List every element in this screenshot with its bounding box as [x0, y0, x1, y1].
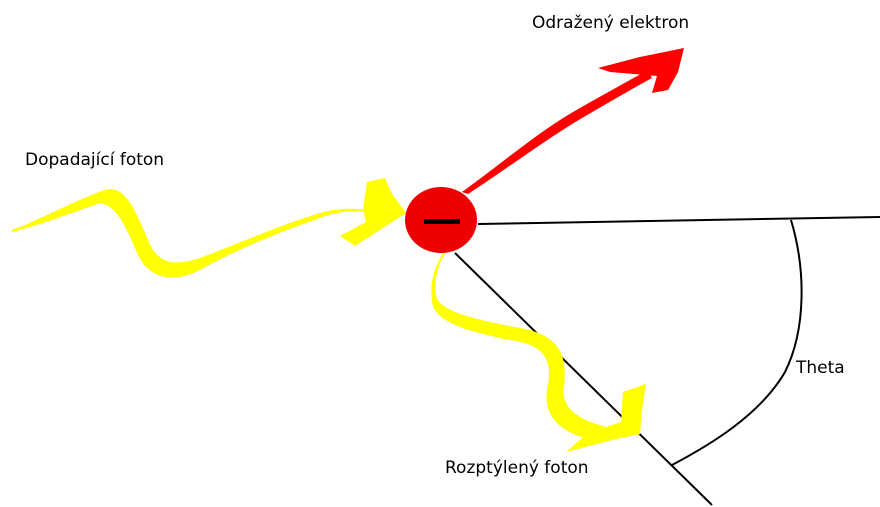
incoming-photon-label: Dopadající foton	[25, 150, 165, 170]
scattered-photon-wave	[431, 236, 610, 442]
reference-line	[477, 216, 880, 225]
theta-arc	[671, 219, 803, 466]
electron-charge-minus	[424, 219, 460, 224]
scattered-photon-arrowhead	[566, 384, 646, 452]
scattered-direction-line	[454, 252, 713, 506]
recoil-electron-arrow-shaft	[462, 70, 652, 194]
incoming-photon-arrowhead	[340, 178, 406, 246]
incoming-photon-wave	[12, 189, 378, 278]
recoil-electron-arrowhead	[598, 48, 684, 93]
theta-label: Theta	[796, 358, 845, 378]
recoil-electron-label: Odražený elektron	[532, 13, 690, 33]
scattered-photon-label: Rozptýlený foton	[445, 458, 589, 478]
